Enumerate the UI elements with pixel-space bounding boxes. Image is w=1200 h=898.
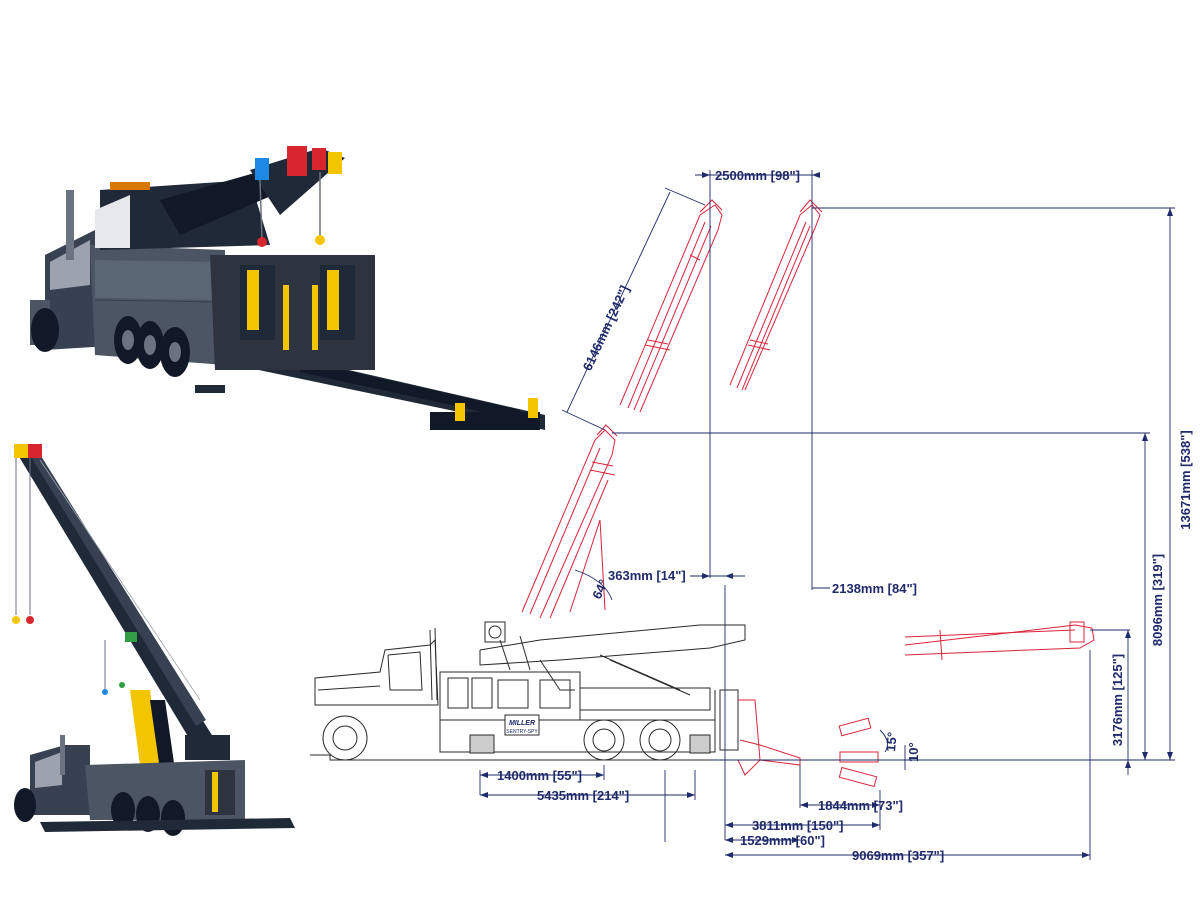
boom-mid-extended [729,199,823,391]
dim-mid-height: 8096mm [319"] [1150,554,1165,646]
dim-angle-small: 10° [906,742,921,762]
dim-total-reach: 9069mm [357"] [852,848,944,863]
dim-boom-length: 6146mm [242"] [580,283,633,373]
truck-render-rear-view [30,146,545,430]
dim-rear-overhang: 1529mm [60"] [740,833,825,848]
dim-underlift-reach: 1844mm [73"] [818,798,903,813]
badge-brand: MILLER [509,720,535,727]
badge-model: SENTRY-SPY [506,729,538,735]
dim-underlift-height: 3176mm [125"] [1110,654,1125,746]
dimension-arrows [480,172,1173,858]
wheel-lift [737,699,879,788]
dim-boom-offset: 363mm [14"] [608,568,686,583]
dim-wheelbase: 5435mm [214"] [537,788,629,803]
dim-boom-width: 2500mm [98"] [715,168,800,183]
dim-max-height: 13671mm [538"] [1178,430,1193,529]
dim-boom-reach: 2138mm [84"] [832,581,917,596]
dim-axle-spacing: 1400mm [55"] [497,768,582,783]
truck-line-drawing [310,621,746,761]
dimension-labels: 2500mm [98"] 6146mm [242"] 13671mm [538"… [497,168,1193,863]
boom-positions [521,199,1095,788]
truck-render-boom-raised [12,444,295,836]
boom-retracted-raised [521,424,618,619]
dim-angle-underlift: 15° [883,731,900,752]
boom-max-extended [619,199,723,413]
underlift-extended [904,621,1095,661]
dimension-lines [479,170,1175,860]
dim-underlift-extension: 3811mm [150"] [752,818,843,833]
